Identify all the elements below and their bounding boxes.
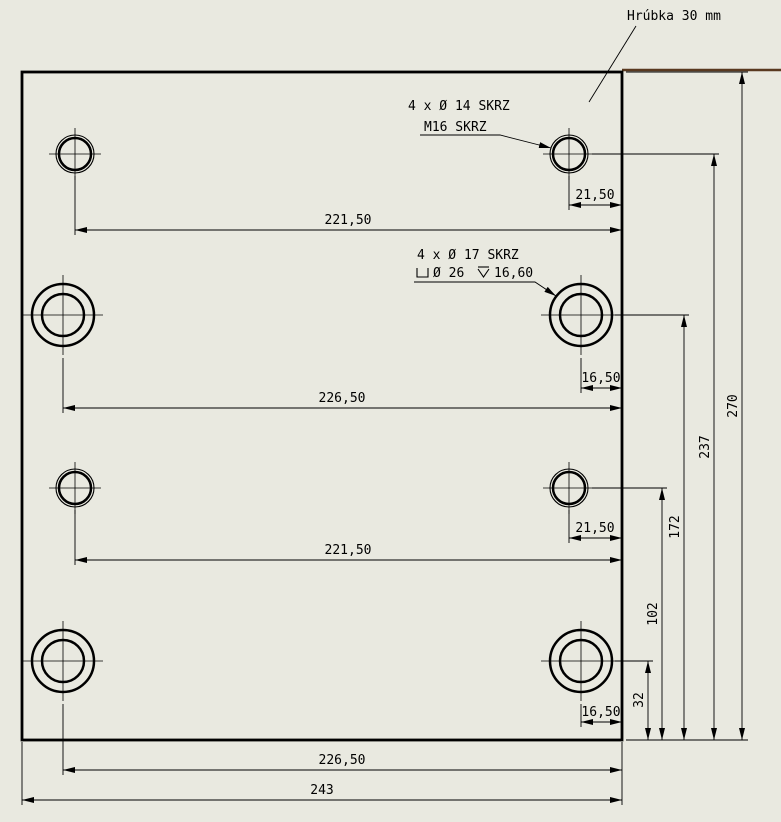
dim-v32: 32 [615, 660, 653, 740]
dim-bottom-span: 226,50 [62, 704, 623, 805]
note-tapped-line1: 4 x Ø 14 SKRZ [408, 99, 510, 114]
counterbore-symbol-icon [416, 268, 429, 278]
note-thickness: Hrúbka 30 mm [588, 9, 721, 103]
dim-text: 172 [668, 515, 683, 538]
note-counterbore-holes: 4 x Ø 17 SKRZ Ø 26 16,60 [414, 248, 557, 297]
hole-counterbore-bottom-right [539, 619, 623, 703]
note-thickness-text: Hrúbka 30 mm [627, 9, 721, 24]
dim-text: 270 [726, 394, 741, 417]
dim-row2-edge-offset: 16,50 [580, 358, 622, 393]
dim-v270: 270 [626, 71, 748, 740]
leader-line [420, 134, 552, 149]
hole-tapped-lower-right [541, 460, 597, 516]
dim-row2-span: 226,50 [62, 358, 622, 413]
dim-text: 221,50 [325, 543, 372, 558]
depth-symbol-icon [477, 266, 490, 278]
dim-row3-edge-offset: 21,50 [568, 510, 622, 543]
dim-text: 16,50 [581, 705, 620, 720]
plate-outline [20, 70, 624, 742]
dim-text: 21,50 [575, 188, 614, 203]
hole-counterbore-upper-left [21, 273, 105, 357]
hole-tapped-top-left [47, 126, 103, 182]
note-tapped-line2: M16 SKRZ [424, 120, 487, 135]
dim-text: 237 [698, 435, 713, 458]
hole-tapped-lower-left [47, 460, 103, 516]
dim-row3-span: 221,50 [74, 510, 622, 565]
dim-v102: 102 [592, 487, 667, 740]
note-cbore-line1: 4 x Ø 17 SKRZ [417, 248, 519, 263]
leader-line [588, 25, 637, 103]
dim-v237: 237 [592, 153, 719, 740]
leader-line [414, 281, 557, 297]
hole-tapped-top-right [541, 126, 597, 182]
note-cbore-depth: 16,60 [494, 266, 533, 281]
dim-text: 221,50 [325, 213, 372, 228]
dim-v172: 172 [615, 314, 689, 740]
dim-row1-edge-offset: 21,50 [568, 176, 622, 210]
dim-row1-span: 221,50 [74, 176, 622, 235]
dim-text: 32 [632, 692, 647, 708]
note-cbore-dia: Ø 26 [433, 266, 464, 281]
hole-counterbore-upper-right [539, 273, 623, 357]
dim-row4-edge-offset: 16,50 [580, 704, 622, 727]
depth-symbol-vee [477, 268, 490, 278]
dim-text: 102 [646, 602, 661, 625]
dim-text: 21,50 [575, 521, 614, 536]
note-tapped-holes: 4 x Ø 14 SKRZ M16 SKRZ [408, 99, 552, 149]
dim-overall-width: 243 [21, 742, 622, 805]
dim-text: 226,50 [319, 391, 366, 406]
dim-text: 16,50 [581, 371, 620, 386]
hole-counterbore-bottom-left [21, 619, 105, 703]
dim-text: 243 [310, 783, 333, 798]
dim-text: 226,50 [319, 753, 366, 768]
